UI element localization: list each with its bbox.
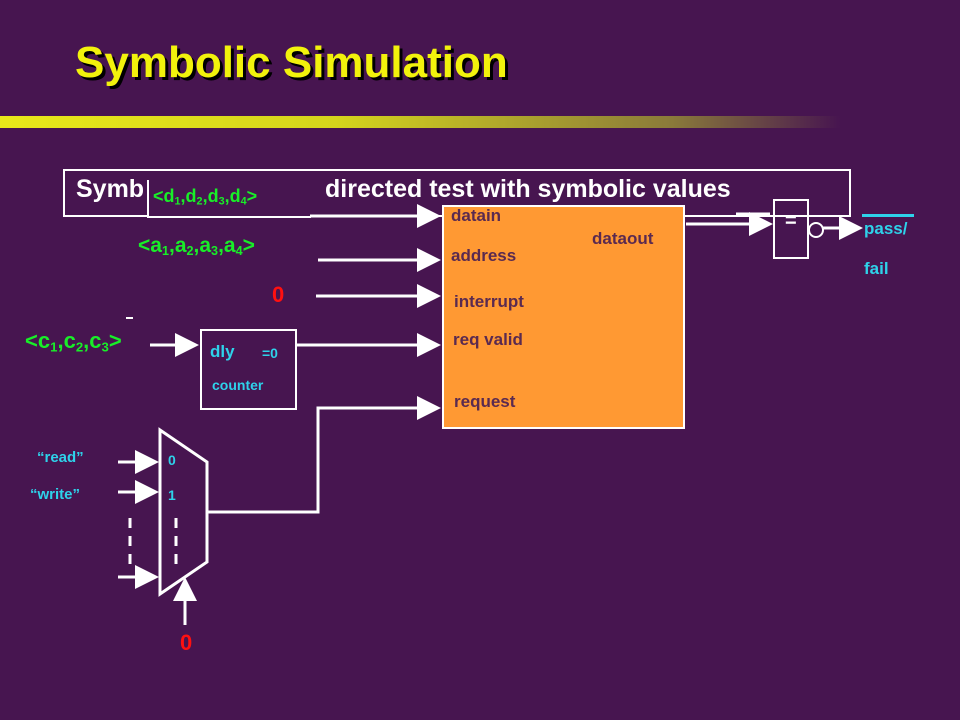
result-pass: pass/ bbox=[864, 219, 908, 238]
dut-block bbox=[442, 205, 685, 429]
banner-right-text: directed test with symbolic values bbox=[325, 175, 731, 203]
port-datain: datain bbox=[451, 206, 502, 225]
counter-label: counter bbox=[212, 377, 264, 393]
mux-input-write: “write” bbox=[30, 486, 81, 503]
port-interrupt: interrupt bbox=[454, 292, 524, 311]
interrupt-zero: 0 bbox=[272, 282, 285, 307]
address-symbolic-value: <a1,a2,a3,a4> bbox=[138, 234, 255, 259]
page-title: Symbolic Simulation bbox=[75, 38, 508, 87]
pass-overbar bbox=[862, 214, 914, 217]
port-dataout: dataout bbox=[592, 229, 654, 248]
title-underline bbox=[0, 116, 840, 128]
port-address: address bbox=[451, 246, 517, 265]
request-symbolic-value: <c1,c2,c3> bbox=[25, 328, 122, 355]
data-symbol-box bbox=[147, 180, 311, 218]
counter-zero-label: =0 bbox=[262, 345, 278, 361]
port-request: request bbox=[454, 392, 516, 411]
data-symbolic-value: <d1,d2,d3,d4> bbox=[153, 186, 258, 208]
mux-select-1: 1 bbox=[168, 487, 176, 503]
mux-select-zero: 0 bbox=[180, 630, 193, 655]
comparator-invert-bubble bbox=[808, 222, 824, 238]
counter-dly-label: dly bbox=[210, 342, 235, 361]
mux-input-read: “read” bbox=[37, 449, 84, 466]
mux-shape bbox=[158, 427, 209, 597]
delay-counter-block bbox=[200, 329, 297, 410]
banner-left-text: Symb bbox=[76, 175, 145, 203]
result-fail: fail bbox=[864, 259, 889, 278]
port-req-valid: req valid bbox=[453, 330, 523, 349]
wire-request bbox=[207, 396, 441, 514]
comparator-equals: = bbox=[785, 210, 797, 232]
mux-select-0: 0 bbox=[168, 452, 176, 468]
